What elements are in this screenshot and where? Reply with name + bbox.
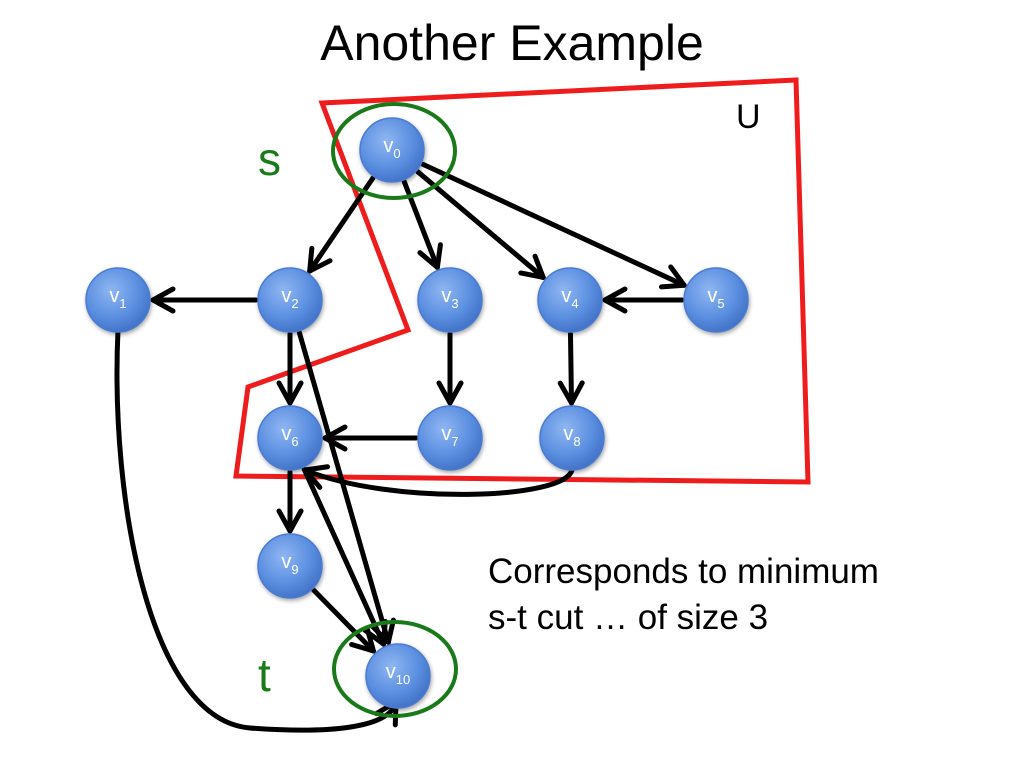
- edge-v7-to-v6: [322, 424, 419, 452]
- node-v9-label: v9: [281, 551, 298, 577]
- cut-boundary-U: [233, 77, 811, 485]
- node-v1-label: v1: [109, 285, 126, 311]
- node-v0: v0: [359, 117, 425, 183]
- node-v2-circle: [257, 267, 323, 333]
- edge-v2-to-v1: [150, 286, 259, 314]
- cut-set-label: U: [736, 98, 761, 136]
- node-v1: v1: [85, 267, 151, 333]
- node-v0-circle: [359, 117, 425, 183]
- node-v5: v5: [683, 267, 749, 333]
- slide-title: Another Example: [320, 15, 704, 71]
- edge-v6-to-v9: [276, 469, 304, 534]
- node-v8-label: v8: [563, 423, 580, 449]
- node-v3: v3: [417, 267, 483, 333]
- edge-v8-to-v6: [302, 464, 575, 497]
- edge-v0-to-v4: [415, 169, 546, 280]
- sink-highlight-circle: [332, 620, 458, 718]
- caption-line-1: Corresponds to minimum: [488, 552, 879, 591]
- node-v9: v9: [257, 533, 323, 599]
- source-label: s: [258, 133, 281, 185]
- source-highlight-circle: [331, 102, 457, 200]
- node-v6: v6: [257, 405, 323, 471]
- edge-v3-to-v7: [436, 331, 464, 406]
- node-v0-label: v0: [383, 135, 400, 161]
- caption-line-2: s-t cut … of size 3: [488, 598, 769, 637]
- node-v10-circle: [365, 643, 431, 709]
- node-v10: v10: [365, 643, 431, 709]
- node-v8: v8: [539, 405, 605, 471]
- sink-label: t: [258, 649, 271, 701]
- node-v4-circle: [537, 267, 603, 333]
- node-v3-label: v3: [441, 285, 458, 311]
- node-v10-label: v10: [386, 661, 410, 687]
- node-v9-circle: [257, 533, 323, 599]
- node-v6-label: v6: [281, 423, 298, 449]
- node-v2-label: v2: [281, 285, 298, 311]
- edge-v0-to-v2: [307, 175, 376, 274]
- node-v6-circle: [257, 405, 323, 471]
- edge-v0-to-v5: [420, 161, 687, 290]
- edge-v9-to-v10: [311, 587, 376, 654]
- node-v7: v7: [417, 405, 483, 471]
- node-v8-circle: [539, 405, 605, 471]
- node-v4: v4: [537, 267, 603, 333]
- edge-v4-to-v8: [557, 331, 585, 406]
- node-v4-label: v4: [561, 285, 578, 311]
- caption: Corresponds to minimum s-t cut … of size…: [488, 549, 879, 641]
- edge-v2-to-v6: [276, 331, 304, 406]
- node-v1-circle: [85, 267, 151, 333]
- edge-v5-to-v4: [602, 286, 685, 314]
- node-v5-circle: [683, 267, 749, 333]
- node-v7-label: v7: [441, 423, 458, 449]
- node-v3-circle: [417, 267, 483, 333]
- node-v7-circle: [417, 405, 483, 471]
- node-v2: v2: [257, 267, 323, 333]
- node-v5-label: v5: [707, 285, 724, 311]
